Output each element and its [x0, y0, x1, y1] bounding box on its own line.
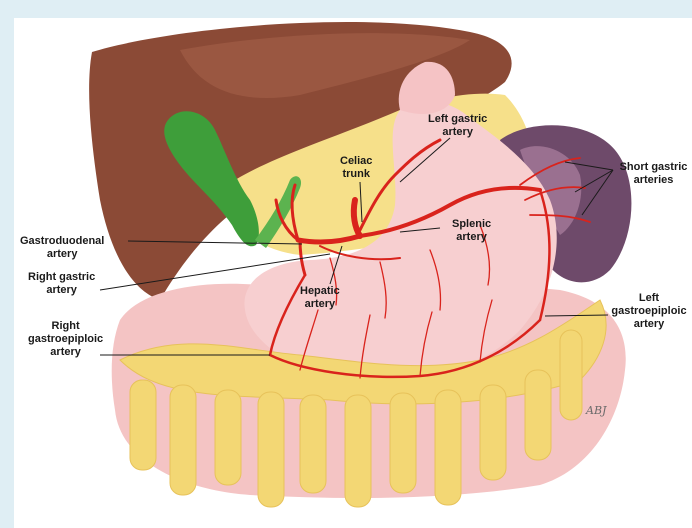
- artist-signature: ABJ: [586, 404, 606, 417]
